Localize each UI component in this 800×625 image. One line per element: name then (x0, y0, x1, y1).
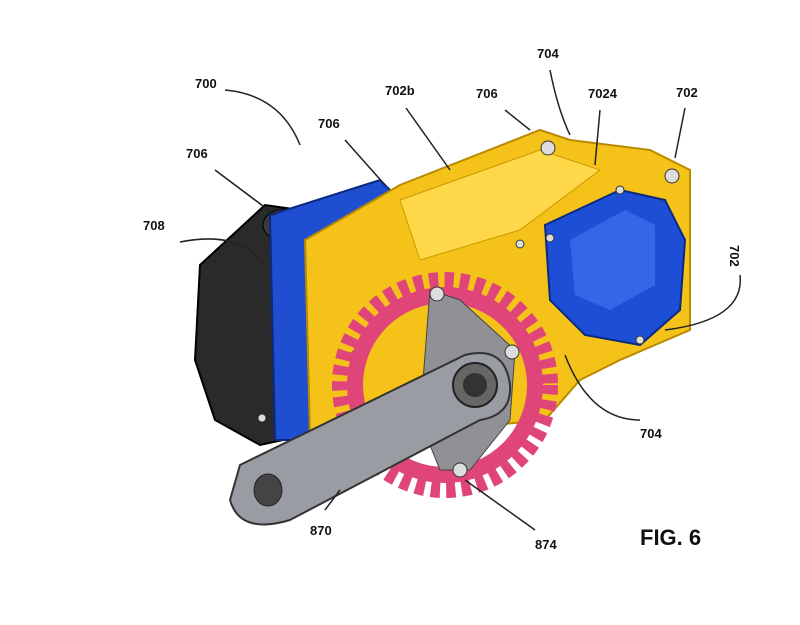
crank-arm (228, 352, 512, 526)
label-874: 874 (535, 537, 557, 552)
label-704-bottom: 704 (640, 426, 662, 441)
label-702-top: 702 (676, 85, 698, 100)
label-706-left: 706 (186, 146, 208, 161)
leader-lines (179, 69, 741, 531)
label-704-top: 704 (537, 46, 559, 61)
cover-highlight (570, 210, 655, 310)
label-708: 708 (143, 218, 165, 233)
label-870: 870 (310, 523, 332, 538)
pedal-hole (253, 473, 283, 507)
bolts (257, 140, 680, 423)
figure-title: FIG. 6 (640, 525, 701, 550)
label-700: 700 (195, 76, 217, 91)
chainring-bolts (429, 286, 520, 478)
body-ridge (399, 149, 602, 261)
label-7024: 7024 (588, 86, 618, 101)
label-706-middle: 706 (318, 116, 340, 131)
label-706-top: 706 (476, 86, 498, 101)
chainring (332, 272, 558, 498)
label-702b: 702b (385, 83, 415, 98)
label-702-right: 702 (727, 245, 742, 267)
